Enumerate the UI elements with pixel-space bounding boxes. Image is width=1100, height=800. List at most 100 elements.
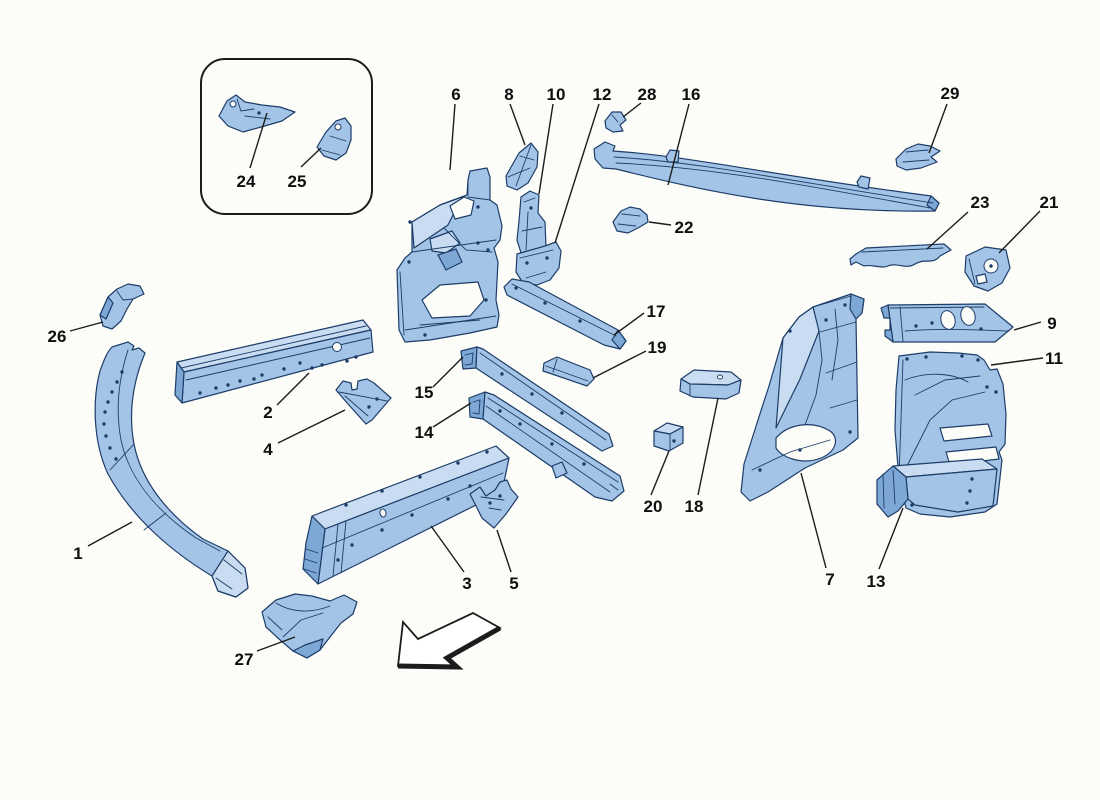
part-label-16: 16 bbox=[682, 85, 701, 104]
leader-line-7 bbox=[800, 472, 827, 569]
part-label-26: 26 bbox=[48, 327, 67, 346]
part-lower-rail-drawing bbox=[468, 391, 625, 502]
callout-26: 26 bbox=[48, 321, 104, 346]
part-label-5: 5 bbox=[509, 574, 518, 593]
part-label-8: 8 bbox=[504, 85, 513, 104]
leader-line-13 bbox=[878, 507, 904, 570]
leader-line-15 bbox=[432, 356, 464, 388]
callout-19: 19 bbox=[592, 338, 666, 379]
leader-line-24 bbox=[249, 112, 268, 169]
callout-3: 3 bbox=[430, 525, 472, 593]
leader-line-27 bbox=[256, 636, 296, 652]
part-corner-gusset-drawing bbox=[505, 142, 539, 191]
callout-13: 13 bbox=[867, 507, 904, 591]
part-air-duct-box-drawing bbox=[880, 303, 1014, 343]
callout-27: 27 bbox=[235, 636, 296, 669]
part-label-4: 4 bbox=[263, 440, 273, 459]
callout-2: 2 bbox=[263, 372, 310, 422]
leader-line-12 bbox=[554, 103, 600, 244]
callout-29: 29 bbox=[928, 84, 960, 154]
callout-28: 28 bbox=[622, 85, 657, 118]
callout-15: 15 bbox=[415, 356, 464, 402]
leader-line-5 bbox=[496, 529, 512, 573]
part-label-1: 1 bbox=[73, 544, 82, 563]
callout-25: 25 bbox=[288, 147, 322, 191]
callout-10: 10 bbox=[538, 85, 566, 195]
part-label-17: 17 bbox=[647, 302, 666, 321]
part-upper-curved-rail-drawing bbox=[593, 141, 940, 212]
leader-line-18 bbox=[697, 397, 719, 496]
callout-24: 24 bbox=[237, 112, 268, 191]
leader-line-3 bbox=[430, 525, 465, 573]
leader-line-11 bbox=[990, 357, 1044, 366]
part-triangular-gusset-drawing bbox=[335, 378, 392, 425]
leader-line-21 bbox=[998, 210, 1041, 254]
leader-line-1 bbox=[87, 521, 133, 547]
callout-8: 8 bbox=[504, 85, 526, 146]
callout-11: 11 bbox=[990, 349, 1063, 368]
leader-line-25 bbox=[300, 147, 322, 168]
inset-box bbox=[200, 58, 373, 215]
callout-4: 4 bbox=[263, 409, 346, 459]
leader-line-2 bbox=[276, 372, 310, 406]
part-label-13: 13 bbox=[867, 572, 886, 591]
leader-line-10 bbox=[538, 103, 554, 195]
part-suspension-pylon-right-drawing bbox=[740, 293, 865, 502]
part-label-20: 20 bbox=[644, 497, 663, 516]
part-label-10: 10 bbox=[547, 85, 566, 104]
part-suspension-pylon-left-drawing bbox=[396, 167, 503, 343]
callout-20: 20 bbox=[644, 450, 670, 516]
part-label-28: 28 bbox=[638, 85, 657, 104]
part-label-18: 18 bbox=[685, 497, 704, 516]
leader-line-26 bbox=[69, 321, 104, 332]
callout-7: 7 bbox=[800, 472, 835, 589]
part-lower-bracket-drawing bbox=[515, 241, 562, 286]
part-label-15: 15 bbox=[415, 383, 434, 402]
leader-line-29 bbox=[928, 103, 948, 154]
leader-line-9 bbox=[1013, 321, 1042, 331]
callout-23: 23 bbox=[926, 193, 990, 250]
leader-line-23 bbox=[926, 211, 969, 250]
part-diagonal-rail-drawing bbox=[503, 278, 627, 350]
part-front-crossmember-drawing bbox=[94, 341, 249, 598]
part-label-6: 6 bbox=[451, 85, 460, 104]
part-label-9: 9 bbox=[1047, 314, 1056, 333]
part-label-25: 25 bbox=[288, 172, 307, 191]
part-spacer-box-long-drawing bbox=[679, 369, 742, 400]
leader-line-16 bbox=[667, 103, 690, 186]
part-inset-bracket-a-drawing bbox=[218, 94, 296, 133]
part-label-27: 27 bbox=[235, 650, 254, 669]
callout-14: 14 bbox=[415, 402, 472, 442]
part-label-11: 11 bbox=[1045, 349, 1063, 368]
leader-line-19 bbox=[592, 350, 647, 379]
direction-arrow bbox=[396, 611, 502, 670]
callout-5: 5 bbox=[496, 529, 519, 593]
callout-9: 9 bbox=[1013, 314, 1057, 333]
leader-line-17 bbox=[613, 312, 645, 336]
leader-line-4 bbox=[277, 409, 346, 444]
part-serrated-strip-drawing bbox=[849, 243, 952, 268]
part-label-22: 22 bbox=[675, 218, 694, 237]
part-label-21: 21 bbox=[1040, 193, 1059, 212]
part-label-3: 3 bbox=[462, 574, 471, 593]
part-angled-strip-drawing bbox=[542, 356, 595, 387]
leader-line-20 bbox=[650, 450, 670, 496]
callout-17: 17 bbox=[613, 302, 666, 336]
part-label-7: 7 bbox=[825, 570, 834, 589]
callout-6: 6 bbox=[449, 85, 461, 171]
part-small-bracket-drawing bbox=[469, 479, 519, 529]
part-small-clip-drawing bbox=[604, 111, 627, 133]
part-upper-rail-drawing bbox=[460, 346, 614, 452]
part-label-23: 23 bbox=[971, 193, 990, 212]
part-clip-bracket-drawing bbox=[612, 206, 649, 234]
callout-12: 12 bbox=[554, 85, 611, 244]
part-duct-funnel-drawing bbox=[261, 593, 358, 659]
part-hook-bracket-drawing bbox=[895, 143, 941, 171]
callout-16: 16 bbox=[667, 85, 701, 186]
part-label-14: 14 bbox=[415, 423, 434, 442]
leader-line-6 bbox=[449, 103, 456, 171]
leader-line-8 bbox=[509, 103, 526, 146]
part-side-rail-plate-drawing bbox=[174, 319, 374, 404]
part-label-29: 29 bbox=[941, 84, 960, 103]
